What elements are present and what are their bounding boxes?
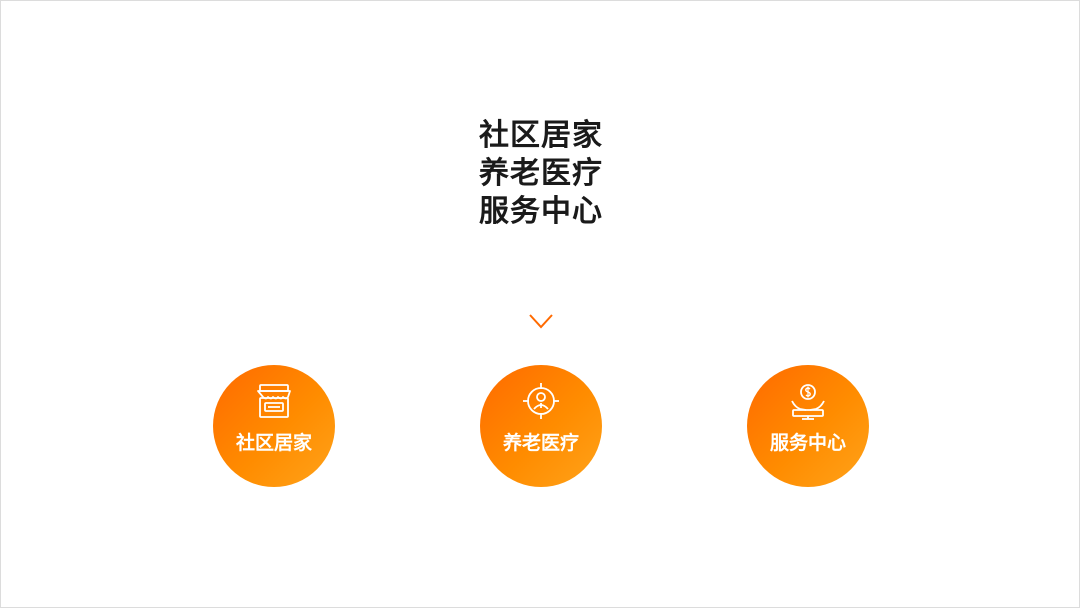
storefront-icon	[257, 384, 291, 418]
item-service-center[interactable]: 服务中心	[747, 365, 869, 487]
title-line-1: 社区居家	[479, 118, 603, 153]
medical-target-icon	[523, 383, 559, 419]
item-community-home[interactable]: 社区居家	[213, 365, 335, 487]
title-line-2: 养老医疗	[479, 156, 603, 191]
title-line-3: 服务中心	[479, 194, 603, 229]
item-label: 社区居家	[235, 432, 312, 454]
money-service-icon	[791, 384, 825, 420]
item-elderly-medical[interactable]: 养老医疗	[480, 365, 602, 487]
item-label: 养老医疗	[502, 432, 579, 454]
item-label: 服务中心	[769, 432, 846, 454]
page-title: 社区居家 养老医疗 服务中心	[1, 117, 1080, 231]
double-down-arrow-icon	[529, 273, 553, 329]
